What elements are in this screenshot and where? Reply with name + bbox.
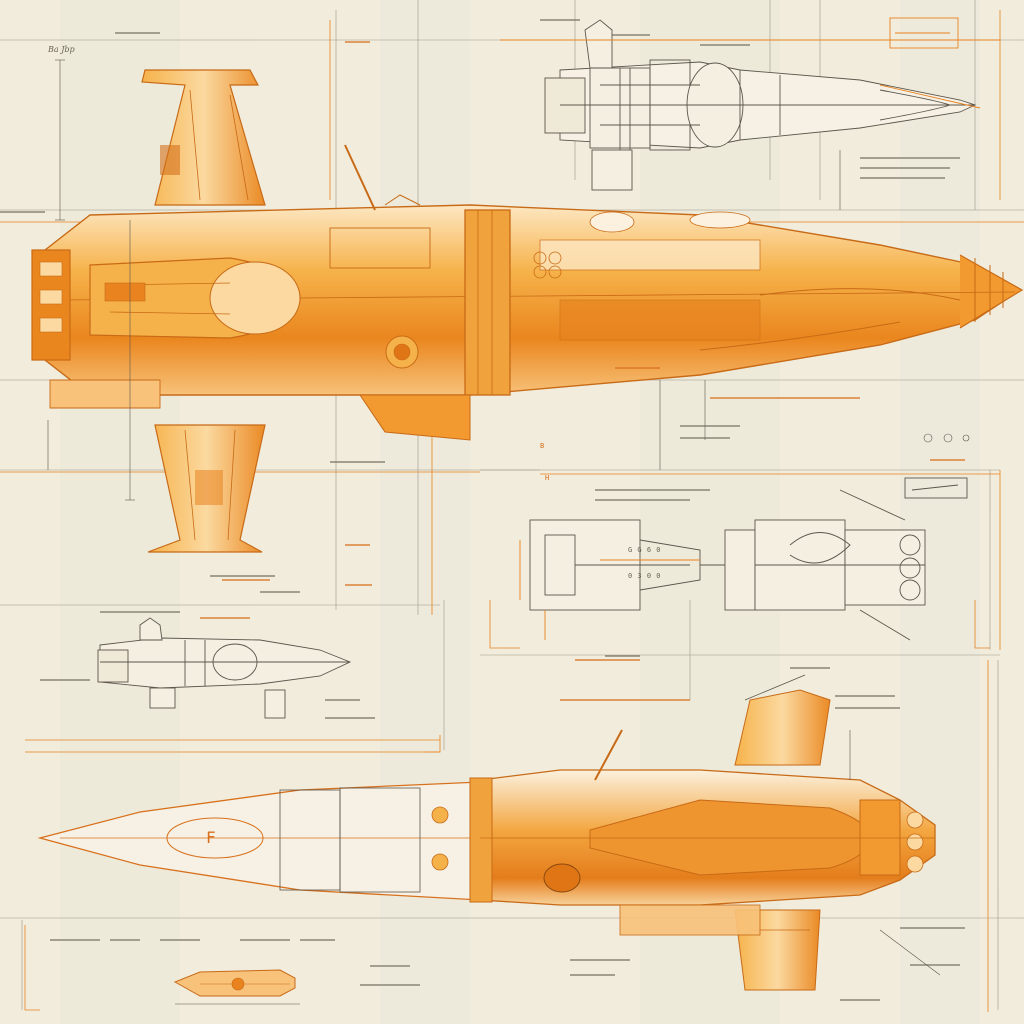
- nose-mark-label: F: [206, 828, 216, 847]
- corner-label: Ba Jbp: [47, 45, 75, 54]
- side-view-left-mid: [97, 617, 352, 719]
- side-view-top-right-accents: [500, 17, 1000, 109]
- section-view-mid-right-accents: [519, 540, 700, 640]
- side-view-top-right: [544, 19, 977, 191]
- annotation-marks: [0, 19, 965, 1001]
- series-row-label: G G 6 0: [628, 546, 661, 554]
- annotation-marks-orange: [200, 41, 965, 701]
- section-view-mid-right: [529, 477, 968, 641]
- small-profile-bottom: [173, 969, 300, 1005]
- main-ship-lower: [37, 674, 936, 991]
- dimension-ticks: [47, 59, 970, 976]
- ref-label-b: B: [540, 442, 545, 450]
- main-ship-upper: [31, 69, 1024, 553]
- ref-label-h: H: [545, 474, 550, 482]
- series-row-label-2: 0 3 0 0: [628, 572, 661, 580]
